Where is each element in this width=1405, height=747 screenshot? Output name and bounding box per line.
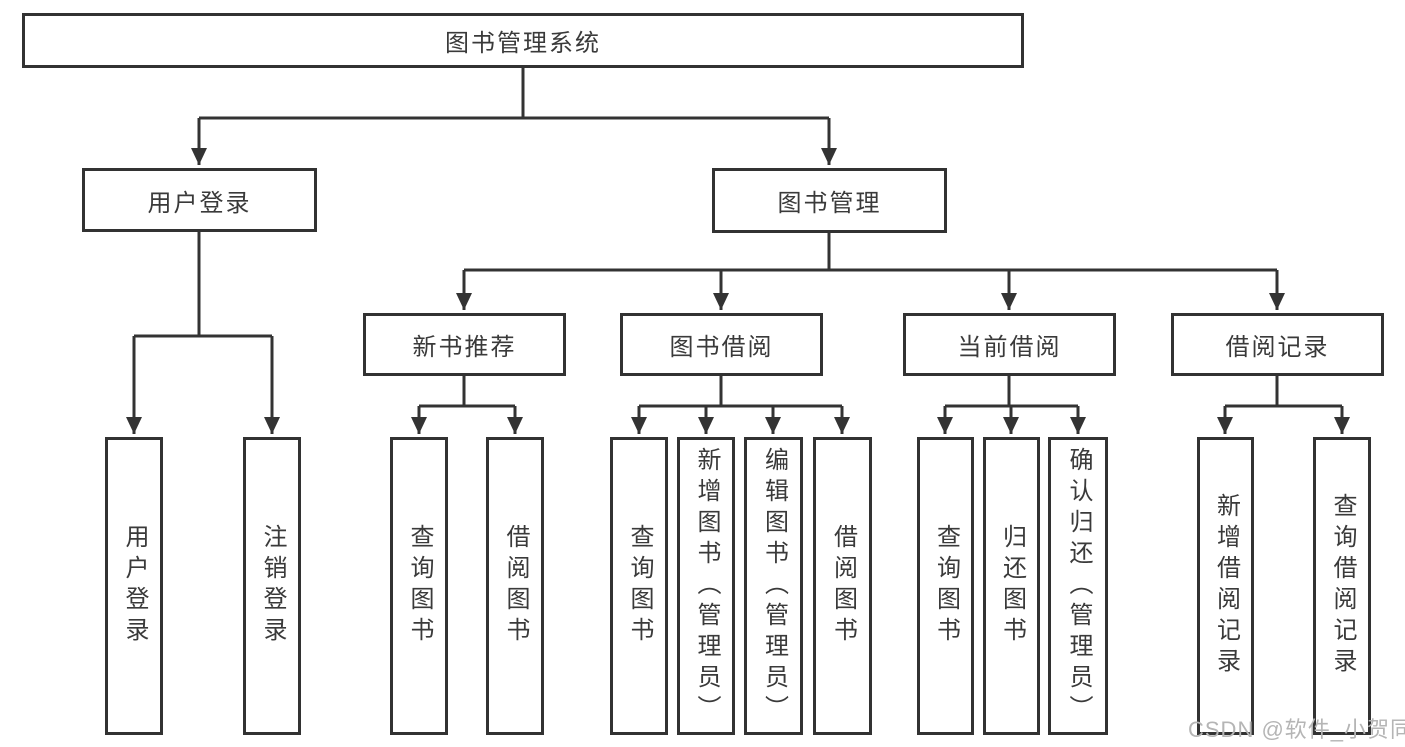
leaf-add-borrow-record: 新增借阅记录 [1197,437,1254,735]
leaf-query-borrow-record: 查询借阅记录 [1313,437,1371,735]
watermark-csdn: CSDN @软件_小贺同学 [1188,717,1405,742]
leaf-user-login: 用户登录 [105,437,163,735]
node-root-system: 图书管理系统 [22,13,1024,68]
node-new-book-recommendation: 新书推荐 [363,313,566,376]
leaf-borrow-books-borrowing: 借阅图书 [813,437,872,735]
leaf-edit-book-admin: 编辑图书（管理员） [744,437,803,735]
node-current-borrowing: 当前借阅 [903,313,1116,376]
leaf-query-books-current: 查询图书 [917,437,974,735]
leaf-borrow-books-recommend: 借阅图书 [486,437,544,735]
node-borrowing-records: 借阅记录 [1171,313,1384,376]
leaf-logout: 注销登录 [243,437,301,735]
node-user-login: 用户登录 [82,168,317,232]
leaf-query-books-recommend: 查询图书 [390,437,448,735]
leaf-return-books: 归还图书 [983,437,1040,735]
leaf-add-book-admin: 新增图书（管理员） [677,437,735,735]
leaf-confirm-return-admin: 确认归还（管理员） [1048,437,1108,735]
node-book-management: 图书管理 [712,168,947,233]
node-book-borrowing: 图书借阅 [620,313,823,376]
leaf-query-books-borrowing: 查询图书 [610,437,668,735]
